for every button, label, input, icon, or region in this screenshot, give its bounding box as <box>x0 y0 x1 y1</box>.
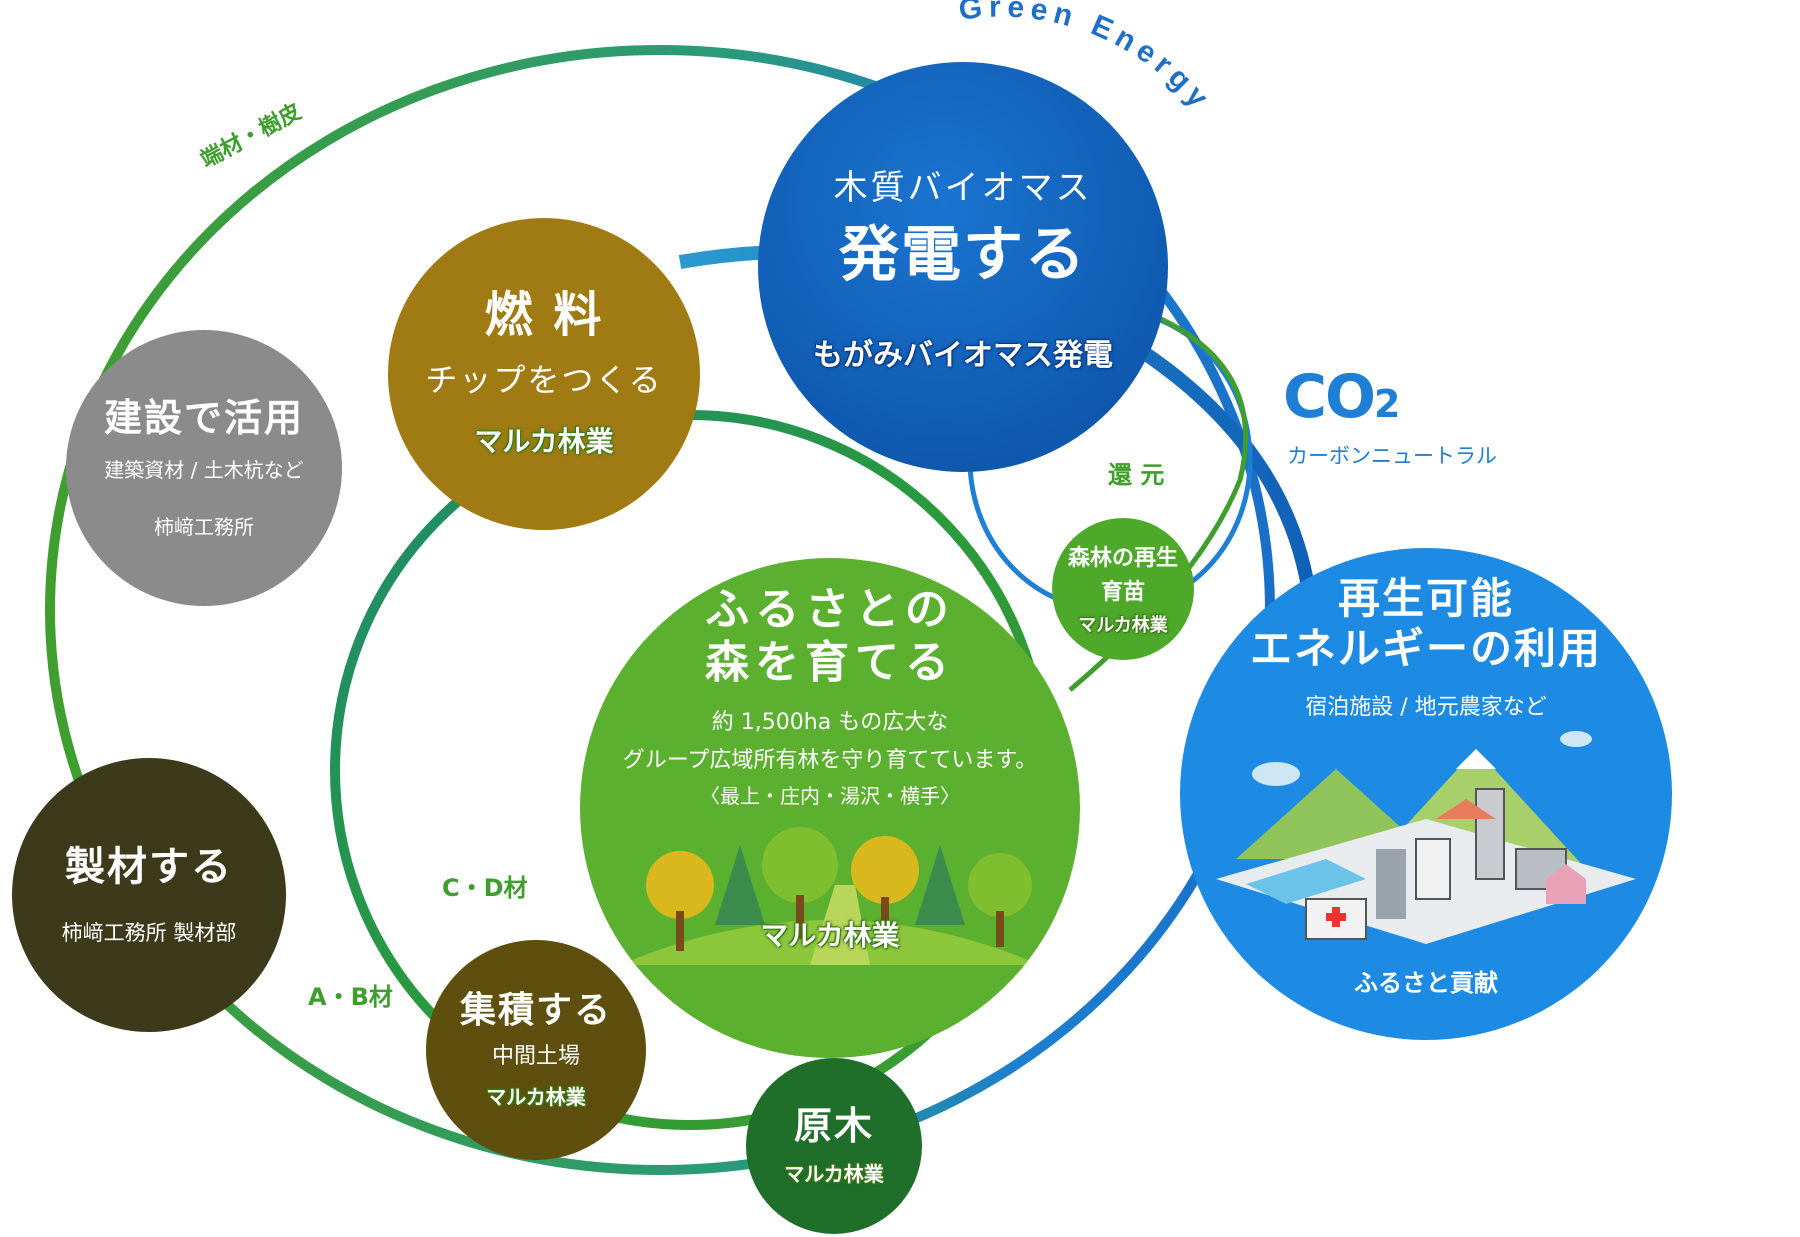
town-illustration <box>1216 730 1636 944</box>
forest-illustration <box>620 826 1040 965</box>
collection-company: マルカ林業 <box>486 1085 586 1110</box>
label-return: 還 元 <box>1108 461 1165 489</box>
label-cd-grade: C・D材 <box>442 874 528 902</box>
sawmill-title: 製材する <box>65 844 233 890</box>
label-ab-grade: A・B材 <box>308 983 393 1011</box>
biomass-title: 発電する <box>839 219 1087 290</box>
renewable-title-line2: エネルギーの利用 <box>1249 624 1602 674</box>
forest-company: マルカ林業 <box>760 918 900 952</box>
node-collection-yard: 集積する 中間土場 マルカ林業 <box>426 940 646 1160</box>
construction-subtitle: 建築資材 / 土木杭など <box>104 457 304 482</box>
fuel-title: 燃 料 <box>484 287 604 344</box>
node-sawmill: 製材する 柿﨑工務所 製材部 <box>12 758 286 1032</box>
fuel-company: マルカ林業 <box>474 424 614 458</box>
renewable-footer: ふるさと貢献 <box>1354 968 1498 997</box>
logs-title: 原木 <box>793 1103 874 1148</box>
renewable-subtitle: 宿泊施設 / 地元農家など <box>1305 694 1547 720</box>
regeneration-line1: 森林の再生 <box>1067 546 1178 571</box>
forest-title-line2: 森を育てる <box>705 636 955 688</box>
forest-title-line1: ふるさとの <box>705 584 955 635</box>
forest-desc2: グループ広域所有林を守り育てています。 <box>622 747 1038 773</box>
fuel-subtitle: チップをつくる <box>425 360 663 399</box>
regeneration-line2: 育苗 <box>1100 580 1145 605</box>
logs-company: マルカ林業 <box>784 1162 884 1187</box>
node-renewable-energy: 再生可能 エネルギーの利用 宿泊施設 / 地元農家など ふるさと貢献 <box>1180 548 1672 1040</box>
co2-symbol: CO2 <box>1283 362 1401 432</box>
renewable-title-line1: 再生可能 <box>1337 574 1514 623</box>
node-forest: ふるさとの 森を育てる 約 1,500ha もの広大な グループ広域所有林を守り… <box>580 558 1080 1058</box>
collection-title: 集積する <box>459 989 612 1031</box>
regeneration-company: マルカ林業 <box>1078 615 1168 636</box>
node-biomass-power: 木質バイオマス 発電する もがみバイオマス発電 <box>758 62 1168 472</box>
co2-caption: カーボンニュートラル <box>1287 444 1497 468</box>
sawmill-company: 柿﨑工務所 製材部 <box>61 921 237 945</box>
construction-title: 建設で活用 <box>103 396 304 441</box>
biomass-company: もがみバイオマス発電 <box>813 337 1113 373</box>
construction-company: 柿﨑工務所 <box>154 514 254 539</box>
biomass-line1: 木質バイオマス <box>833 167 1093 208</box>
forest-desc3: 〈最上・庄内・湯沢・横手〉 <box>700 783 960 808</box>
forest-desc1: 約 1,500ha もの広大な <box>711 709 949 735</box>
node-forest-regeneration: 森林の再生 育苗 マルカ林業 <box>1052 518 1194 660</box>
node-fuel-chip: 燃 料 チップをつくる マルカ林業 <box>388 218 700 530</box>
node-logs: 原木 マルカ林業 <box>746 1058 922 1234</box>
collection-subtitle: 中間土場 <box>491 1044 580 1070</box>
node-construction: 建設で活用 建築資材 / 土木杭など 柿﨑工務所 <box>66 330 342 606</box>
